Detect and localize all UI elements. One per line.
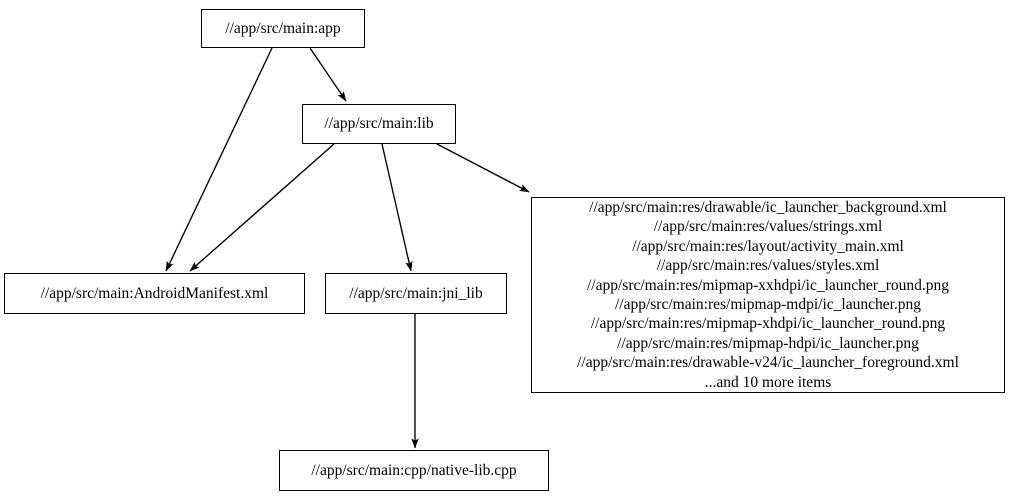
node-resources-group[interactable]: //app/src/main:res/drawable/ic_launcher_… (531, 197, 1005, 393)
edge-lib-to-resources (436, 143, 530, 193)
node-lib-label: //app/src/main:lib (324, 115, 434, 133)
node-native-lib-cpp[interactable]: //app/src/main:cpp/native-lib.cpp (279, 450, 549, 491)
node-android-manifest[interactable]: //app/src/main:AndroidManifest.xml (4, 273, 305, 314)
node-jni-lib-label: //app/src/main:jni_lib (349, 284, 483, 302)
edge-lib-to-manifest (189, 143, 335, 272)
node-android-manifest-label: //app/src/main:AndroidManifest.xml (40, 284, 269, 302)
edge-lib-to-jni_lib (381, 143, 413, 272)
node-resources-group-label: //app/src/main:res/drawable/ic_launcher_… (577, 198, 959, 391)
edge-app-to-lib (309, 47, 347, 102)
node-jni-lib[interactable]: //app/src/main:jni_lib (325, 273, 507, 314)
edge-app-to-manifest (165, 47, 273, 272)
node-app-label: //app/src/main:app (225, 19, 341, 37)
node-lib[interactable]: //app/src/main:lib (302, 104, 456, 144)
node-native-lib-cpp-label: //app/src/main:cpp/native-lib.cpp (311, 461, 517, 479)
node-app[interactable]: //app/src/main:app (201, 9, 365, 48)
